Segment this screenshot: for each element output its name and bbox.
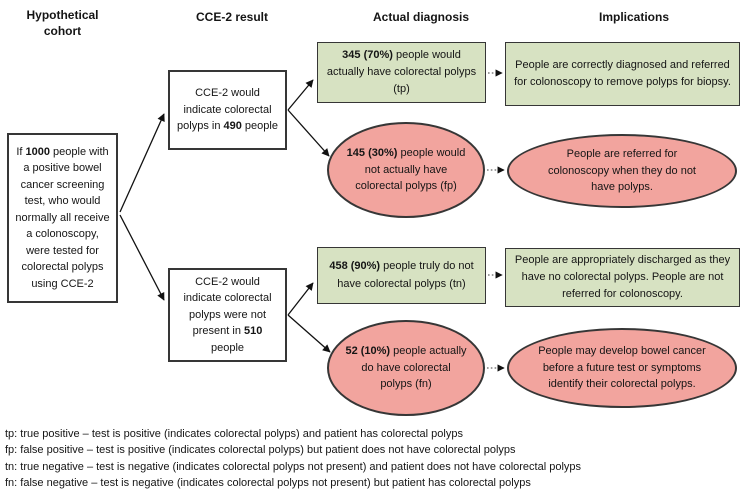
implication-fp-text: People are referred for colonoscopy when… xyxy=(548,148,696,194)
footnote-tp: tp: true positive – test is positive (in… xyxy=(5,428,463,440)
diagnosis-fp-text: 145 (30%) people would not actually have… xyxy=(346,147,466,193)
implication-tp-text: People are correctly diagnosed and refer… xyxy=(514,58,731,88)
implication-fn-ellipse: People may develop bowel cancer before a… xyxy=(507,328,737,408)
arrow-cohort-to-negative xyxy=(119,214,165,301)
arrow-negative-to-fn xyxy=(287,314,331,353)
diagnosis-tn-text: 458 (90%) people truly do not have color… xyxy=(329,260,474,290)
arrow-positive-to-fp xyxy=(287,109,330,157)
implication-tn-text: People are appropriately discharged as t… xyxy=(514,253,731,301)
footnote-legend: tp: true positive – test is positive (in… xyxy=(5,426,753,492)
column-header-implications: Implications xyxy=(598,10,669,24)
result-negative-box: CCE-2 would indicate colorectal polyps w… xyxy=(168,268,287,362)
implication-tn-box: People are appropriately discharged as t… xyxy=(505,248,740,307)
arrow-positive-to-tp xyxy=(287,79,314,111)
diagnosis-fn-text: 52 (10%) people actually do have colorec… xyxy=(345,345,467,391)
diagnosis-fn-ellipse: 52 (10%) people actually do have colorec… xyxy=(327,320,485,416)
implication-tp-box: People are correctly diagnosed and refer… xyxy=(505,42,740,106)
footnote-tn: tn: true negative – test is negative (in… xyxy=(5,460,582,473)
diagnosis-tn-box: 458 (90%) people truly do not have color… xyxy=(317,247,486,304)
column-header-actual-diagnosis: Actual diagnosis xyxy=(372,10,470,24)
arrow-cohort-to-positive xyxy=(119,113,165,213)
diagnosis-fp-ellipse: 145 (30%) people would not actually have… xyxy=(327,122,485,218)
diagnosis-tp-text: 345 (70%) people would actually have col… xyxy=(326,48,477,96)
footnote-fn: fn: false negative – test is negative (i… xyxy=(5,477,531,490)
column-header-cce2-result: CCE-2 result xyxy=(195,10,269,24)
result-negative-text: CCE-2 would indicate colorectal polyps w… xyxy=(183,275,272,354)
implication-fn-text: People may develop bowel cancer before a… xyxy=(538,345,706,391)
result-positive-box: CCE-2 would indicate colorectal polyps i… xyxy=(168,70,287,150)
column-header-hypothetical-cohort: Hypothetical cohort xyxy=(26,8,99,38)
cohort-box-text: If 1000 people with a positive bowel can… xyxy=(15,145,110,290)
footnote-fp: fp: false positive – test is positive (i… xyxy=(5,444,516,457)
cohort-box: If 1000 people with a positive bowel can… xyxy=(7,133,118,303)
diagnosis-tp-box: 345 (70%) people would actually have col… xyxy=(317,42,486,103)
arrow-negative-to-tn xyxy=(287,282,314,316)
result-positive-text: CCE-2 would indicate colorectal polyps i… xyxy=(177,87,278,133)
implication-fp-ellipse: People are referred for colonoscopy when… xyxy=(507,134,737,208)
